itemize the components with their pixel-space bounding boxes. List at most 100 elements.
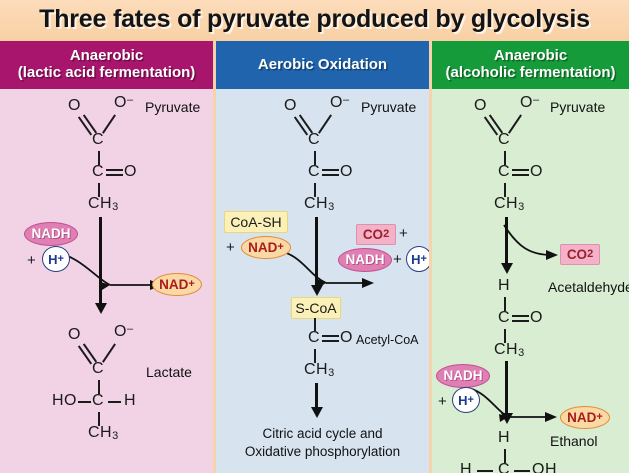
badge-nad-plus: NAD+	[241, 236, 291, 259]
bond	[108, 401, 121, 403]
badge-nadh: NADH	[436, 364, 490, 388]
pyruvate-o-double: O	[474, 97, 487, 114]
lactate-c1: C	[92, 360, 105, 377]
lactate-c2: C	[92, 392, 105, 409]
ethanol-label: Ethanol	[550, 433, 598, 449]
acetaldehyde-ch3: CH3	[494, 341, 525, 359]
column-anaerobic-lactic: Anaerobic (lactic acid fermentation) O O…	[0, 41, 213, 473]
pyruvate-c2: C	[92, 163, 105, 180]
bond	[314, 183, 316, 197]
pyruvate-ch3: CH3	[494, 195, 525, 213]
acetaldehyde-h: H	[498, 277, 511, 294]
page-title: Three fates of pyruvate produced by glyc…	[39, 5, 590, 33]
bond	[512, 315, 529, 317]
bond	[504, 329, 506, 343]
ethanol-oh: OH	[532, 461, 557, 473]
bond	[98, 380, 100, 394]
ethanol-h-top: H	[498, 429, 511, 446]
bond	[512, 174, 529, 176]
pathway-aerobic: O O– C C O CH3 Pyruvate	[216, 89, 429, 473]
pyruvate-label: Pyruvate	[145, 99, 201, 115]
bond	[322, 174, 339, 176]
bond	[106, 169, 123, 171]
acetaldehyde-o1: O	[530, 309, 543, 326]
bond	[102, 343, 116, 363]
pyruvate-ch3: CH3	[88, 195, 119, 213]
column-aerobic-oxidation: Aerobic Oxidation O O– C C O CH3 Pyruvat…	[216, 41, 429, 473]
ethanol-c: C	[498, 461, 511, 473]
bond	[102, 114, 116, 134]
footnote-line2: Oxidative phosphorylation	[244, 444, 401, 460]
lactate-o-minus: O–	[114, 323, 134, 340]
aerobic-footnote: Citric acid cycle and Oxidative phosphor…	[216, 425, 429, 461]
badge-nadh: NADH	[24, 222, 78, 246]
bond	[512, 320, 529, 322]
bond	[314, 318, 316, 331]
badge-h-plus: H+	[452, 387, 480, 413]
ethanol-h-left: H	[460, 461, 473, 473]
header-line2: (lactic acid fermentation)	[17, 64, 196, 81]
pyruvate-c1: C	[92, 131, 105, 148]
bond	[106, 174, 123, 176]
header-line1: Anaerobic	[69, 47, 144, 65]
pyruvate-o2: O	[340, 163, 353, 180]
pathway-lactic: O O– C C O CH3 Pyruvate	[0, 89, 213, 473]
bond	[477, 470, 493, 472]
acetaldehyde-c1: C	[498, 309, 511, 326]
badge-h-plus: H+	[406, 246, 429, 272]
bond	[78, 401, 91, 403]
bond	[318, 114, 332, 134]
acetylcoa-c1: C	[308, 329, 321, 346]
bond	[504, 449, 506, 463]
bond	[512, 169, 529, 171]
badge-nad-plus: NAD+	[152, 273, 202, 296]
pyruvate-c1: C	[498, 131, 511, 148]
lactate-label: Lactate	[146, 364, 192, 380]
badge-nad-plus: NAD+	[560, 406, 610, 429]
bond	[98, 412, 100, 426]
badge-h-plus: H+	[42, 246, 70, 272]
badge-s-coa: S-CoA	[291, 297, 341, 319]
pyruvate-o-minus: O–	[114, 94, 134, 111]
lactate-h: H	[124, 392, 137, 409]
bond	[508, 114, 522, 134]
bond	[504, 151, 506, 165]
column-header-anaerobic-lactic: Anaerobic (lactic acid fermentation)	[0, 41, 213, 89]
bond	[314, 151, 316, 165]
bond	[98, 183, 100, 197]
lactate-ho: HO	[52, 392, 77, 409]
pyruvate-c1: C	[308, 131, 321, 148]
pyruvate-label: Pyruvate	[550, 99, 606, 115]
pyruvate-o-minus: O–	[520, 94, 540, 111]
bond	[322, 169, 339, 171]
pyruvate-o-minus: O–	[330, 94, 350, 111]
badge-nadh: NADH	[338, 248, 392, 272]
column-header-aerobic: Aerobic Oxidation	[216, 41, 429, 89]
acetylcoa-o1: O	[340, 329, 353, 346]
bond	[322, 340, 339, 342]
pyruvate-o-double: O	[68, 97, 81, 114]
acetaldehyde-label: Acetaldehyde	[548, 279, 629, 295]
acetyl-coa-label: Acetyl-CoA	[356, 333, 419, 347]
lactate-o-double: O	[68, 326, 81, 343]
plus-sign: +	[438, 393, 447, 410]
header-line2: (alcoholic fermentation)	[445, 64, 616, 81]
acetylcoa-ch3: CH3	[304, 361, 335, 379]
column-header-anaerobic-alcoholic: Anaerobic (alcoholic fermentation)	[432, 41, 629, 89]
plus-sign: +	[399, 225, 408, 242]
pyruvate-ch3: CH3	[304, 195, 335, 213]
column-anaerobic-alcoholic: Anaerobic (alcoholic fermentation) O O– …	[432, 41, 629, 473]
bond	[322, 335, 339, 337]
lactate-ch3: CH3	[88, 424, 119, 442]
header-line1: Aerobic Oxidation	[257, 55, 388, 73]
pyruvate-label: Pyruvate	[361, 99, 417, 115]
pyruvate-o2: O	[124, 163, 137, 180]
plus-sign: +	[393, 251, 402, 268]
bond	[504, 183, 506, 197]
pyruvate-o-double: O	[284, 97, 297, 114]
bond	[514, 470, 530, 472]
